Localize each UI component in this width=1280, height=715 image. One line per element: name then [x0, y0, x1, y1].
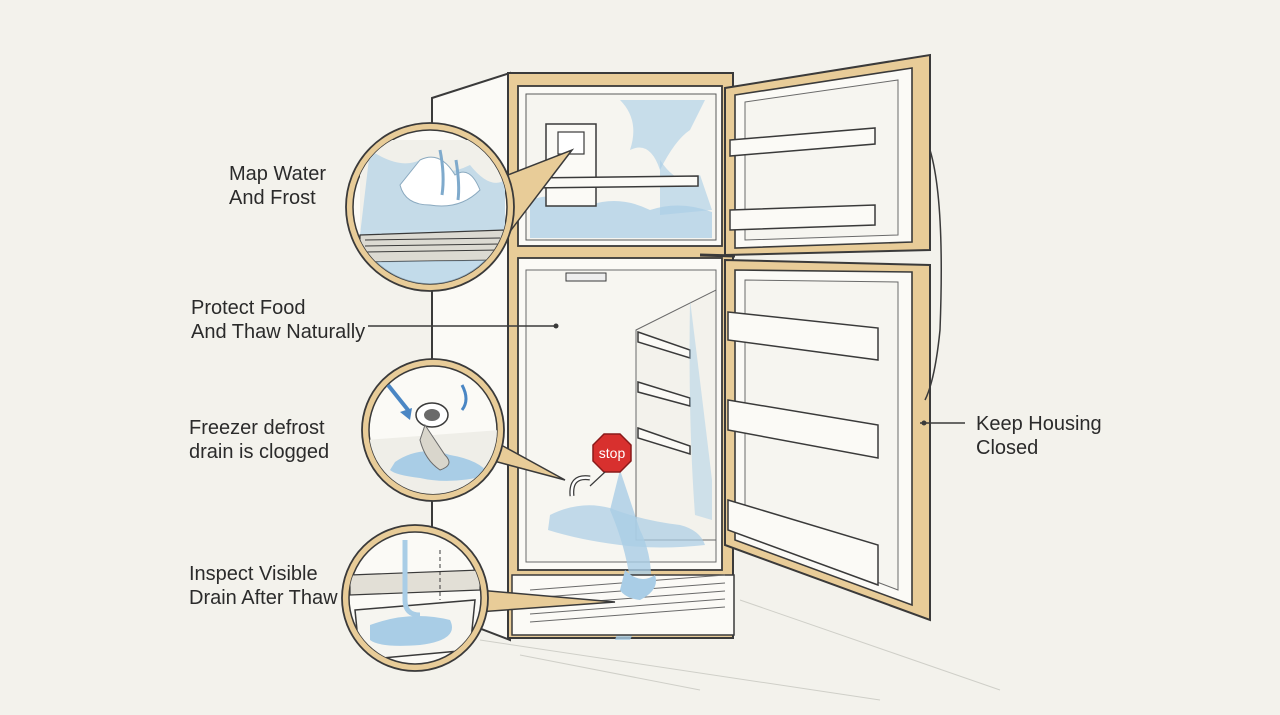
- label-protect-food: Protect Food And Thaw Naturally: [191, 296, 365, 344]
- zoom-circle-drain-clog: [361, 358, 505, 502]
- label-inspect-drain-line1: Inspect Visible: [189, 563, 318, 585]
- label-protect-food-line2: And Thaw Naturally: [191, 321, 366, 343]
- label-defrost-drain-line1: Freezer defrost: [189, 417, 325, 439]
- label-inspect-drain-line2: Drain After Thaw: [189, 587, 338, 609]
- leader-dot-protect: [553, 323, 559, 329]
- label-protect-food-line1: Protect Food: [191, 297, 306, 319]
- floor-lines: [479, 599, 1001, 701]
- label-defrost-drain-line2: drain is clogged: [189, 441, 330, 463]
- label-defrost-drain: Freezer defrost drain is clogged: [189, 416, 329, 464]
- label-map-water: Map Water And Frost: [229, 162, 326, 210]
- leader-dot-housing: [921, 420, 927, 426]
- stop-sign-text: stop: [599, 445, 626, 461]
- zoom-circle-visible-drain: [341, 524, 489, 672]
- label-map-water-line1: Map Water: [229, 163, 327, 185]
- label-keep-housing-line2: Closed: [976, 437, 1039, 459]
- stop-sign: stop: [589, 433, 632, 487]
- label-keep-housing-line1: Keep Housing: [976, 413, 1102, 435]
- label-inspect-drain: Inspect Visible Drain After Thaw: [189, 562, 338, 610]
- leader-lines: [368, 325, 965, 424]
- freezer-door: [724, 53, 931, 257]
- label-map-water-line2: And Frost: [229, 187, 316, 209]
- label-keep-housing: Keep Housing Closed: [976, 412, 1102, 460]
- fresh-food-door: [699, 149, 942, 622]
